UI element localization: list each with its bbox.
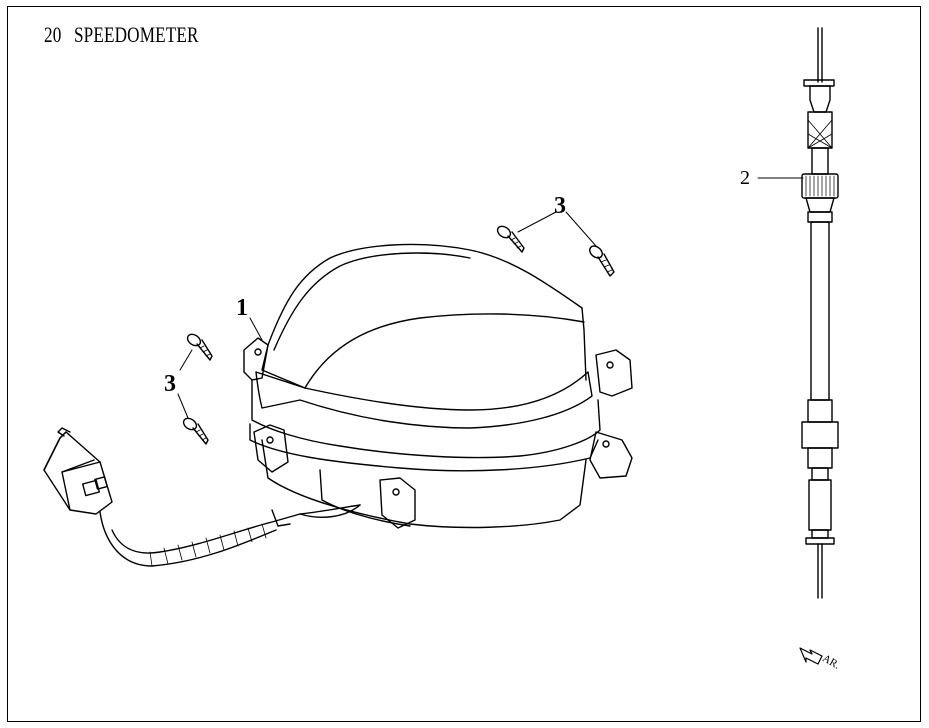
speedometer-assembly	[243, 243, 633, 529]
section-number: 20	[44, 22, 62, 47]
electrical-connector	[43, 427, 113, 515]
speedometer-cable	[801, 27, 839, 599]
callout-1: 1	[236, 295, 248, 321]
screw-left-lower	[182, 417, 209, 445]
mount-tab-right-bottom	[589, 431, 633, 479]
mount-tab-left-bottom	[253, 424, 289, 473]
diagram-title: 20 SPEEDOMETER	[44, 22, 199, 48]
callout-3-left: 3	[164, 371, 176, 397]
direction-arrow-icon	[799, 647, 823, 665]
screw-top-left	[496, 225, 525, 253]
callout-3-top: 3	[554, 193, 566, 219]
mount-tab-front	[379, 477, 416, 529]
screw-top-right	[589, 245, 615, 277]
callout-2: 2	[740, 167, 750, 189]
mount-tab-right-top	[595, 349, 633, 397]
section-title: SPEEDOMETER	[73, 22, 199, 47]
drawing-frame	[7, 6, 921, 722]
mount-tab-left-top	[243, 337, 269, 381]
wiring-harness	[99, 504, 361, 567]
screw-left-upper	[186, 333, 213, 361]
